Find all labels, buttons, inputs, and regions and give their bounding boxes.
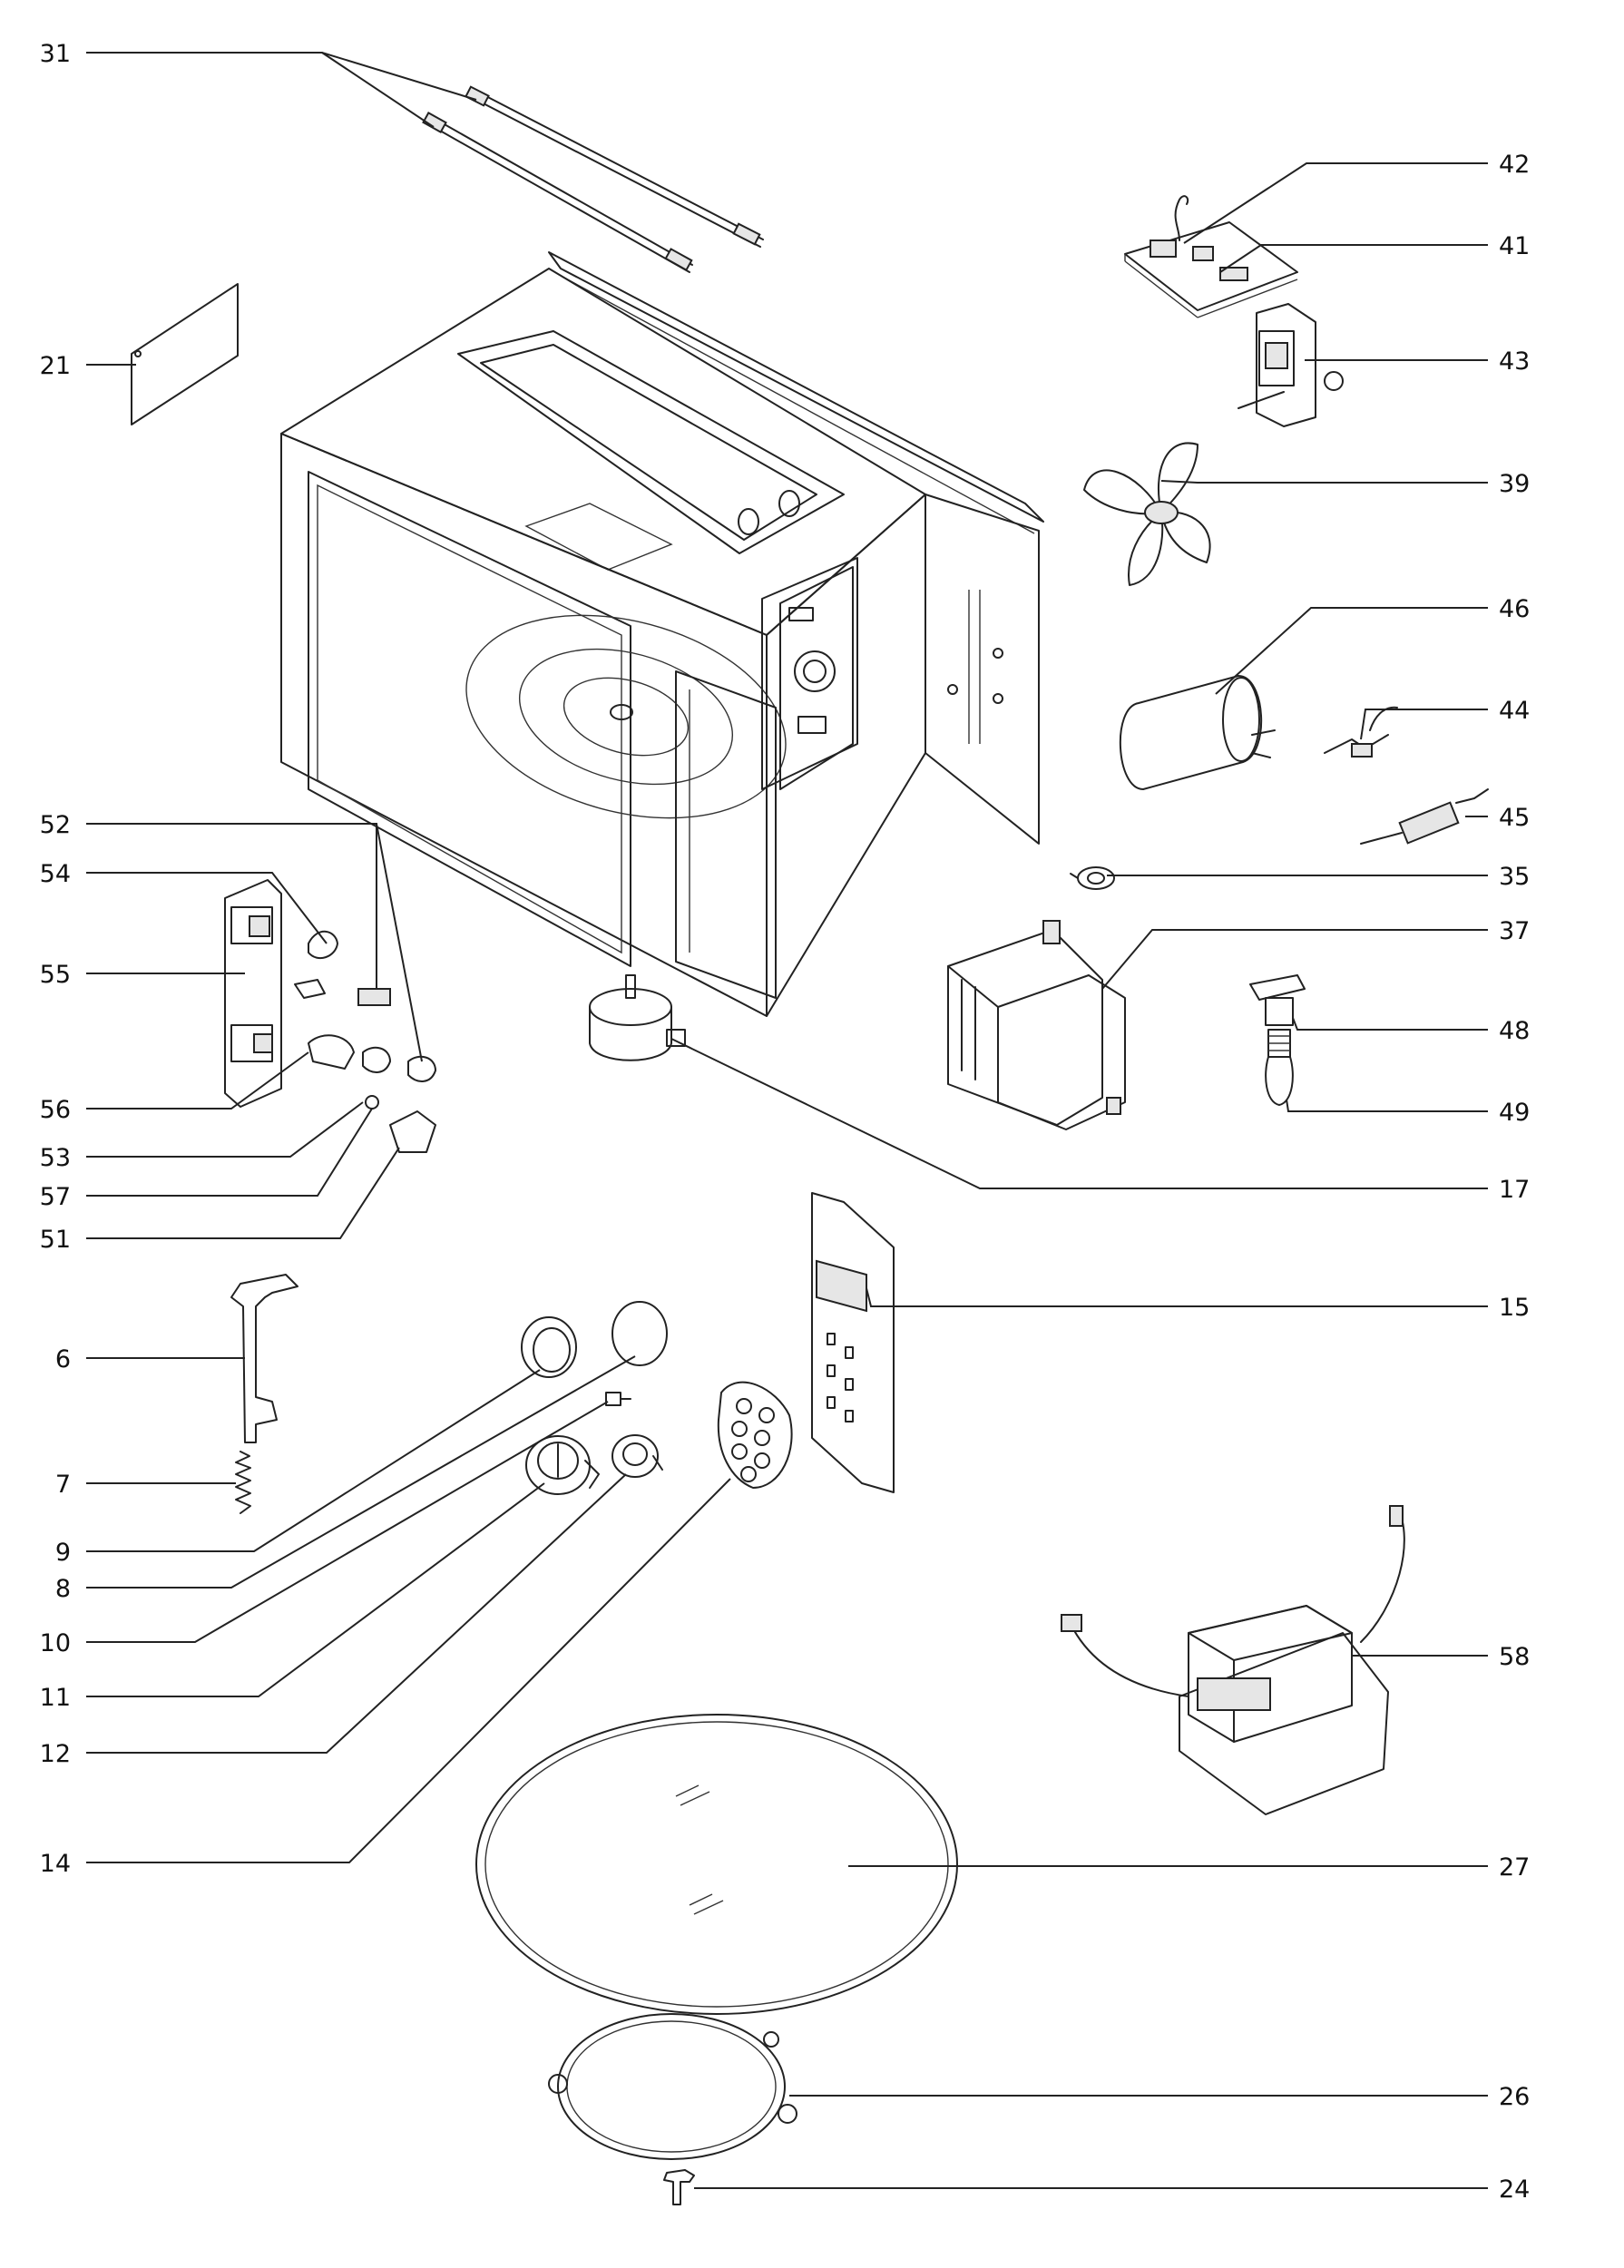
label-57: 57	[40, 1183, 71, 1211]
label-11: 11	[40, 1684, 71, 1712]
label-31: 31	[40, 40, 71, 68]
part-number-labels: 31 21 42 41 43 39 46 44 45 35 37 48 49 1…	[40, 40, 1531, 2204]
lamp-holder	[1249, 974, 1306, 1026]
label-27: 27	[1499, 1853, 1530, 1882]
label-46: 46	[1499, 595, 1530, 623]
hook-spring	[235, 1451, 251, 1514]
label-42: 42	[1499, 151, 1530, 179]
turntable-motor	[589, 974, 686, 1061]
hv-diode	[1360, 788, 1489, 845]
label-12: 12	[40, 1740, 71, 1768]
label-52: 52	[40, 811, 71, 839]
label-35: 35	[1499, 863, 1530, 891]
knob-ring	[521, 1316, 577, 1378]
label-37: 37	[1499, 917, 1530, 945]
fan-motor	[1238, 303, 1344, 427]
label-45: 45	[1499, 804, 1530, 832]
label-51: 51	[40, 1226, 71, 1254]
label-17: 17	[1499, 1176, 1530, 1204]
label-6: 6	[55, 1345, 71, 1374]
oven-cavity	[280, 251, 1044, 1017]
label-26: 26	[1499, 2083, 1530, 2111]
glass-turntable-tray	[475, 1714, 958, 2015]
interlock-assembly	[224, 879, 436, 1153]
label-49: 49	[1499, 1099, 1530, 1127]
door-hook	[230, 1274, 298, 1443]
label-39: 39	[1499, 470, 1530, 498]
thermostat	[1070, 866, 1115, 890]
label-48: 48	[1499, 1017, 1530, 1045]
label-10: 10	[40, 1629, 71, 1657]
label-43: 43	[1499, 347, 1530, 376]
label-41: 41	[1499, 232, 1530, 260]
hv-transformer	[1061, 1505, 1405, 1815]
dial-disc	[611, 1301, 668, 1366]
leader-lines	[86, 52, 1488, 2189]
label-8: 8	[55, 1575, 71, 1603]
keypad-cluster	[717, 1381, 793, 1489]
roller-ring	[548, 2013, 797, 2160]
magnetron	[947, 920, 1126, 1130]
label-56: 56	[40, 1096, 71, 1124]
label-14: 14	[40, 1850, 71, 1878]
capacitor	[1119, 675, 1276, 790]
heater-rods	[422, 85, 764, 273]
control-knob	[525, 1435, 600, 1495]
label-24: 24	[1499, 2175, 1530, 2204]
label-21: 21	[40, 352, 71, 380]
small-knob	[611, 1434, 663, 1478]
label-7: 7	[55, 1471, 71, 1499]
fan-blade	[1083, 442, 1211, 586]
rating-plate	[131, 283, 239, 425]
thermal-fuse	[1324, 706, 1398, 758]
control-panel-board	[811, 1192, 895, 1493]
label-15: 15	[1499, 1294, 1530, 1322]
label-54: 54	[40, 860, 71, 888]
label-58: 58	[1499, 1643, 1530, 1671]
label-53: 53	[40, 1144, 71, 1172]
lamp	[1265, 1029, 1294, 1106]
turntable-coupler	[663, 2169, 695, 2205]
label-44: 44	[1499, 697, 1530, 725]
shaft	[605, 1392, 631, 1406]
control-pcb	[1124, 195, 1298, 318]
label-9: 9	[55, 1539, 71, 1567]
label-55: 55	[40, 961, 71, 989]
